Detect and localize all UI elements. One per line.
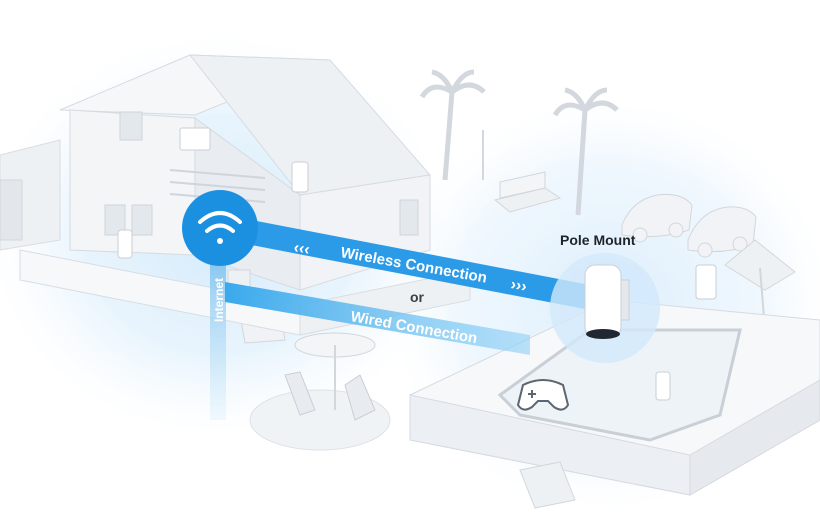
wireless-right-arrows: ››› (509, 276, 528, 296)
lounge-area (249, 332, 391, 451)
wireless-connection-band (225, 215, 590, 310)
internet-label: Internet (212, 278, 226, 322)
palm-trees (419, 69, 619, 216)
gamepad-icon (516, 379, 570, 411)
wired-connection-band (225, 282, 530, 355)
pole-mount-label: Pole Mount (560, 232, 636, 248)
wireless-left-arrows: ‹‹‹ (292, 239, 311, 259)
router-home (182, 190, 258, 266)
router-icon (584, 264, 622, 338)
internet-line (210, 250, 226, 420)
satellite-devices (117, 127, 717, 401)
pole-mount-unit (550, 253, 660, 363)
garage (0, 139, 61, 251)
wifi-icon (198, 211, 242, 244)
parked-cars (621, 194, 757, 258)
bench (493, 171, 562, 213)
or-label: or (410, 289, 425, 305)
